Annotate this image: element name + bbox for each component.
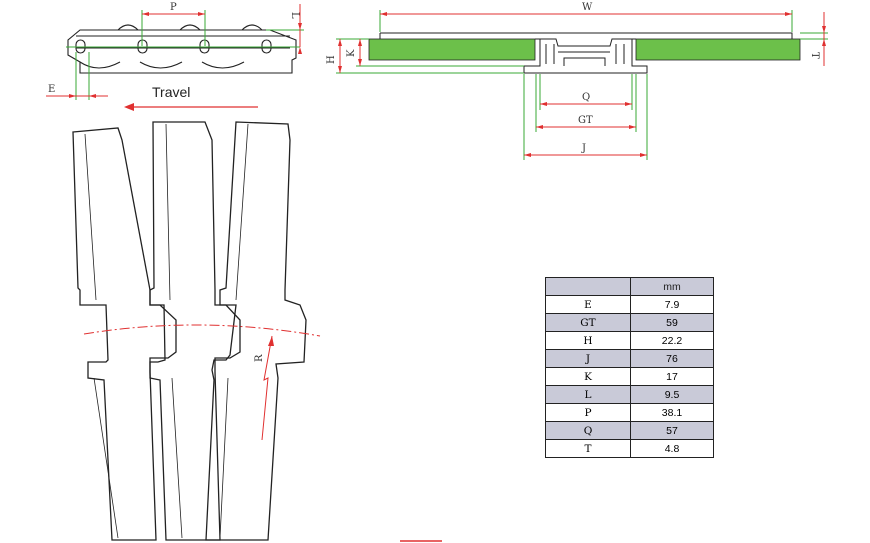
h-label: H	[326, 55, 337, 64]
dimension-value: 57	[630, 421, 714, 440]
side-link-joints	[79, 61, 245, 69]
dimension-key: Q	[545, 421, 631, 440]
side-view	[67, 24, 297, 74]
table-header-row: mm	[545, 277, 714, 296]
arrow	[540, 102, 547, 106]
dimension-value: 59	[630, 313, 714, 332]
dimension-value: 38.1	[630, 403, 714, 422]
arrow	[358, 39, 362, 46]
arrow	[536, 125, 543, 129]
arrow	[89, 94, 96, 98]
dimension-value: 76	[630, 349, 714, 368]
dimension-key: K	[545, 367, 631, 386]
radius-arc	[83, 324, 321, 337]
cross-section: W H K T Q GT	[326, 2, 828, 160]
arrow	[142, 12, 149, 16]
hinge-inner	[558, 51, 610, 66]
arrow	[822, 26, 826, 33]
e-label: E	[48, 84, 55, 95]
travel-label: Travel	[152, 84, 190, 100]
arrow	[268, 336, 274, 346]
dimension-value: 9.5	[630, 385, 714, 404]
p-label: P	[170, 2, 177, 13]
arrow	[629, 125, 636, 129]
side-chain-midlines	[76, 35, 290, 49]
arrow	[69, 94, 76, 98]
arrow	[338, 39, 342, 46]
travel-arrow-head	[124, 103, 134, 111]
top-plate-left	[368, 38, 536, 61]
dimension-key: J	[545, 349, 631, 368]
k-label: K	[346, 49, 357, 57]
arrow	[380, 12, 387, 16]
top-view-annotations: R	[83, 324, 442, 542]
side-view-dimensions: P L E Travel	[46, 2, 304, 111]
top-view	[72, 121, 307, 541]
q-label: Q	[582, 92, 590, 103]
table-header-key	[545, 277, 631, 296]
link-edge-line	[165, 123, 183, 539]
dimension-value: 4.8	[630, 439, 714, 458]
arrow	[358, 59, 362, 66]
flat-top-link	[205, 121, 307, 541]
flat-top-link	[149, 121, 241, 541]
dimension-key: P	[545, 403, 631, 422]
side-link-tops	[117, 24, 263, 31]
dimension-key: T	[545, 439, 631, 458]
arrow	[298, 47, 302, 54]
arrow	[338, 66, 342, 73]
table-header-unit: mm	[630, 277, 714, 296]
dimension-value: 22.2	[630, 331, 714, 350]
arrow	[785, 12, 792, 16]
link-edge-line	[219, 123, 249, 539]
radius-leader	[261, 335, 273, 441]
arrow	[822, 39, 826, 46]
dimension-value: 7.9	[630, 295, 714, 314]
arrow	[524, 153, 531, 157]
arrow	[640, 153, 647, 157]
dimension-key: H	[545, 331, 631, 350]
l-label: L	[289, 12, 300, 19]
plate-top-edge	[379, 32, 793, 39]
link-edge-line	[84, 133, 119, 539]
dimension-key: GT	[545, 313, 631, 332]
dimension-key: L	[545, 385, 631, 404]
gt-label: GT	[578, 115, 593, 126]
t-label: T	[809, 52, 820, 59]
w-label: W	[582, 2, 593, 13]
dimension-key: E	[545, 295, 631, 314]
top-plate-right	[635, 38, 801, 61]
arrow	[298, 23, 302, 30]
r-label: R	[254, 354, 265, 362]
hinge-walls	[545, 44, 625, 64]
arrow	[625, 102, 632, 106]
chain-body-section	[523, 38, 648, 74]
arrow	[198, 12, 205, 16]
hinge-top	[540, 38, 632, 47]
j-label: J	[581, 143, 586, 154]
dimension-value: 17	[630, 367, 714, 386]
